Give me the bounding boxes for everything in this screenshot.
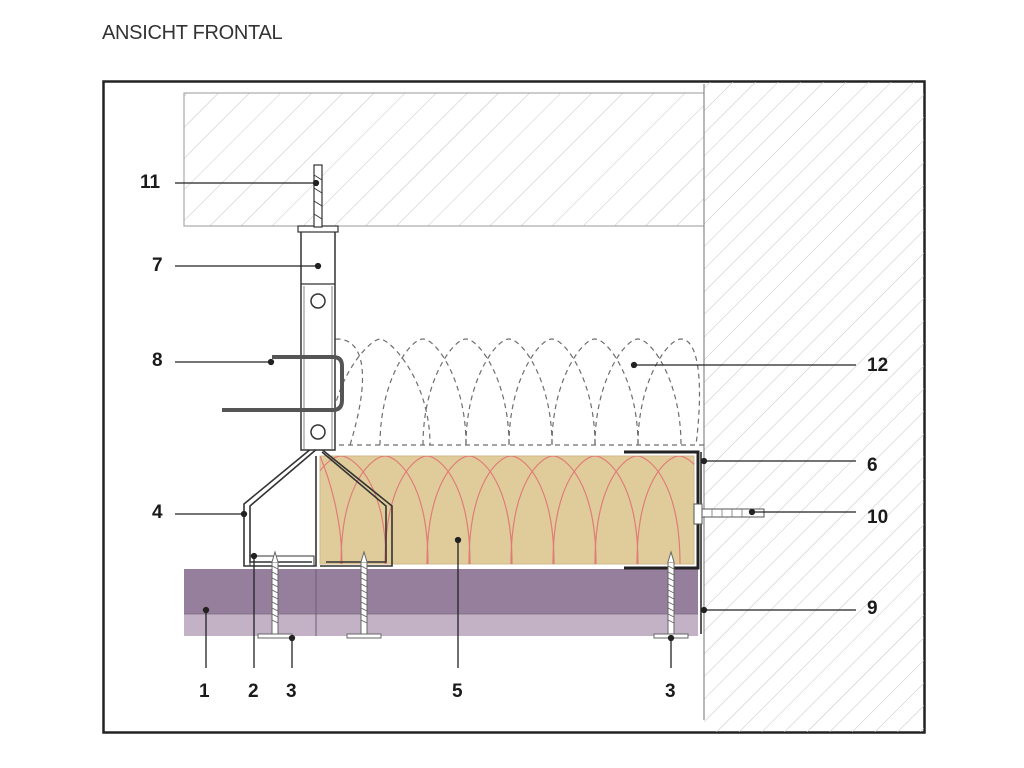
drywall-screw-middle: [346, 550, 382, 639]
callout-7: 7: [152, 255, 163, 276]
side-wall: [704, 82, 924, 732]
callout-5: 5: [452, 681, 463, 702]
callout-9: 9: [867, 598, 878, 619]
callout-3-right: 3: [665, 681, 676, 702]
leader-lines: [175, 179, 856, 668]
callout-4: 4: [152, 502, 163, 523]
ceiling-anchor: [313, 164, 323, 228]
loose-insulation-layer: [308, 338, 704, 446]
mineral-wool-batt: [319, 455, 695, 565]
wire-clip: [222, 355, 344, 412]
drawing-title: ANSICHT FRONTAL: [102, 22, 283, 44]
callout-2: 2: [248, 681, 259, 702]
callout-11: 11: [140, 172, 161, 193]
drawing-frame: [102, 80, 926, 734]
callout-12: 12: [867, 355, 888, 376]
callout-3-left: 3: [286, 681, 297, 702]
ceiling-slab: [183, 92, 705, 227]
callout-10: 10: [867, 507, 888, 528]
callout-8: 8: [152, 350, 163, 371]
callout-6: 6: [867, 455, 878, 476]
gypsum-board: [184, 569, 698, 636]
callout-1: 1: [199, 681, 210, 702]
wall-dowel: [693, 503, 765, 525]
direct-hanger: [297, 225, 339, 451]
cd-profile: [243, 447, 393, 567]
channel-profile: [249, 555, 315, 567]
